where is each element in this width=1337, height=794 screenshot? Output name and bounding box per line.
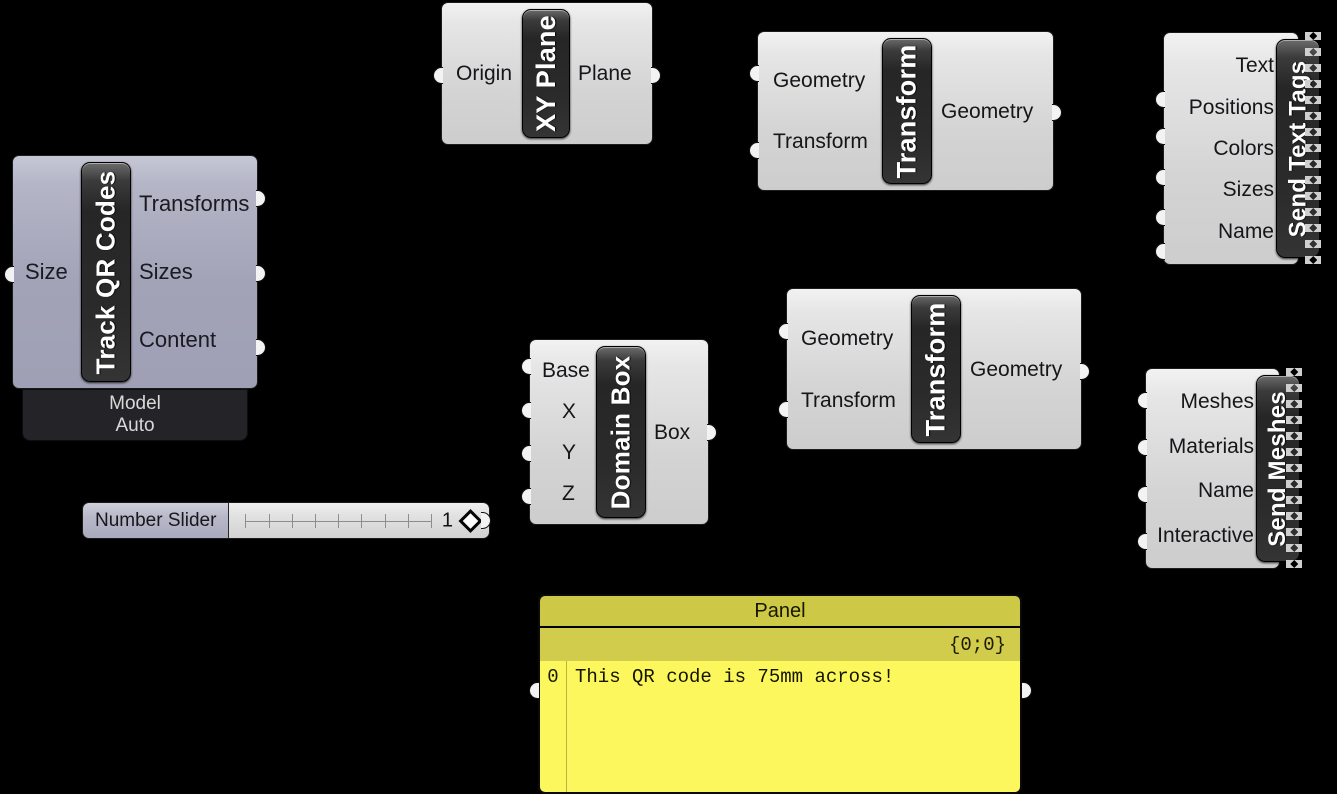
xy-plane-capsule[interactable]: XY Plane	[522, 9, 570, 138]
port-in-name[interactable]	[1155, 243, 1165, 260]
slider-tick	[245, 513, 247, 528]
port-in-materials[interactable]	[1137, 439, 1147, 456]
param-transforms-out: Transforms	[139, 191, 250, 216]
track-qr-title: Track QR Codes	[90, 170, 121, 374]
number-slider[interactable]: Number Slider 1	[82, 502, 490, 539]
port-out-geometry-2[interactable]	[1080, 363, 1090, 380]
node-send-meshes[interactable]: Meshes Materials Name Interactive Send M…	[1137, 368, 1300, 569]
param-content-out: Content	[139, 327, 217, 352]
port-in-geometry-2[interactable]	[778, 323, 788, 340]
send-text-tags-torn-edge	[1305, 32, 1321, 265]
port-in-geometry[interactable]	[749, 65, 759, 82]
panel-body[interactable]: 0 This QR code is 75mm across!	[540, 661, 1020, 792]
port-in-meshes[interactable]	[1137, 392, 1147, 409]
node-send-text-tags[interactable]: Text Positions Colors Sizes Name Send Te…	[1155, 32, 1320, 265]
track-qr-footer[interactable]: Model Auto	[22, 389, 248, 441]
slider-tick	[291, 513, 293, 528]
domain-box-capsule[interactable]: Domain Box	[596, 346, 646, 518]
param-name: Name	[1217, 219, 1274, 243]
port-out-content[interactable]	[256, 339, 266, 356]
slider-ticks	[245, 513, 432, 528]
port-in-transform-2[interactable]	[778, 401, 788, 418]
slider-tick	[268, 513, 270, 528]
port-in-base[interactable]	[521, 358, 531, 375]
number-slider-label: Number Slider	[83, 503, 230, 538]
port-in-sizes[interactable]	[1155, 209, 1165, 226]
transform-top-outputs: Geometry	[941, 32, 1061, 190]
port-out-sizes[interactable]	[256, 265, 266, 282]
param-name-2: Name	[1197, 479, 1254, 503]
port-out-panel[interactable]	[1022, 682, 1032, 699]
param-plane: Plane	[578, 62, 632, 85]
port-in-interactive[interactable]	[1137, 533, 1147, 550]
slider-tick	[431, 513, 432, 528]
domain-box-outputs: Box	[654, 340, 714, 524]
node-domain-box[interactable]: Base X Y Z Domain Box Box	[521, 339, 717, 525]
transform-top-capsule[interactable]: Transform	[882, 38, 932, 184]
param-box-out: Box	[654, 420, 691, 444]
param-interactive: Interactive	[1157, 524, 1254, 548]
port-in-z[interactable]	[521, 488, 531, 505]
transform-bottom-capsule[interactable]: Transform	[911, 295, 961, 443]
port-in-panel[interactable]	[529, 682, 539, 699]
port-in-text[interactable]	[1155, 91, 1165, 108]
slider-tick	[338, 513, 340, 528]
param-geometry-out: Geometry	[941, 99, 1034, 123]
param-positions: Positions	[1188, 95, 1274, 119]
port-in-transform[interactable]	[749, 142, 759, 159]
port-out-plane[interactable]	[651, 67, 661, 84]
panel-row-index: 0	[540, 661, 567, 792]
slider-tick	[361, 513, 363, 528]
port-in-origin[interactable]	[433, 67, 443, 84]
node-xy-plane[interactable]: Origin XY Plane Plane	[433, 2, 661, 145]
param-sizes: Sizes	[1222, 178, 1274, 202]
param-sizes-out: Sizes	[139, 259, 193, 284]
param-geometry-out-2: Geometry	[970, 357, 1063, 381]
param-text: Text	[1235, 54, 1274, 78]
param-meshes: Meshes	[1180, 389, 1254, 413]
port-in-y[interactable]	[521, 445, 531, 462]
port-out-geometry[interactable]	[1052, 104, 1062, 121]
node-track-qr-codes[interactable]: Size Track QR Codes Transforms Sizes Con…	[4, 155, 266, 389]
node-transform-bottom[interactable]: Geometry Transform Transform Geometry	[778, 288, 1090, 450]
port-in-positions[interactable]	[1155, 128, 1165, 145]
port-out-box[interactable]	[707, 424, 717, 441]
node-transform-top[interactable]: Geometry Transform Transform Geometry	[749, 31, 1062, 191]
transform-top-title: Transform	[891, 44, 922, 178]
number-slider-track[interactable]: 1	[229, 503, 489, 538]
slider-tick	[315, 513, 317, 528]
slider-tick	[407, 513, 409, 528]
track-qr-outputs: Transforms Sizes Content	[139, 156, 259, 388]
param-colors: Colors	[1213, 136, 1274, 160]
footer-auto-label: Auto	[115, 415, 155, 436]
panel-row-text: This QR code is 75mm across!	[575, 666, 895, 688]
xy-plane-title: XY Plane	[530, 15, 561, 132]
domain-box-title: Domain Box	[605, 355, 636, 509]
send-meshes-inputs: Meshes Materials Name Interactive	[1150, 369, 1254, 568]
send-text-tags-inputs: Text Positions Colors Sizes Name	[1170, 33, 1274, 264]
send-meshes-torn-edge	[1286, 368, 1302, 569]
panel-title: Panel	[540, 596, 1020, 628]
port-in-x[interactable]	[521, 402, 531, 419]
slider-value: 1	[441, 509, 453, 531]
track-qr-capsule[interactable]: Track QR Codes	[81, 162, 131, 382]
footer-model-label: Model	[109, 393, 161, 415]
slider-tick	[384, 513, 386, 528]
port-out-transforms[interactable]	[256, 190, 266, 207]
param-materials: Materials	[1168, 434, 1254, 458]
port-in-name-2[interactable]	[1137, 486, 1147, 503]
port-in-colors[interactable]	[1155, 169, 1165, 186]
xy-plane-outputs: Plane	[578, 3, 658, 144]
diamond-handle-icon[interactable]	[458, 508, 483, 533]
panel-path: {0;0}	[540, 628, 1020, 661]
transform-bottom-title: Transform	[920, 302, 951, 436]
port-in-size[interactable]	[4, 266, 14, 283]
panel[interactable]: Panel {0;0} 0 This QR code is 75mm acros…	[538, 594, 1022, 794]
transform-bottom-outputs: Geometry	[970, 289, 1090, 449]
